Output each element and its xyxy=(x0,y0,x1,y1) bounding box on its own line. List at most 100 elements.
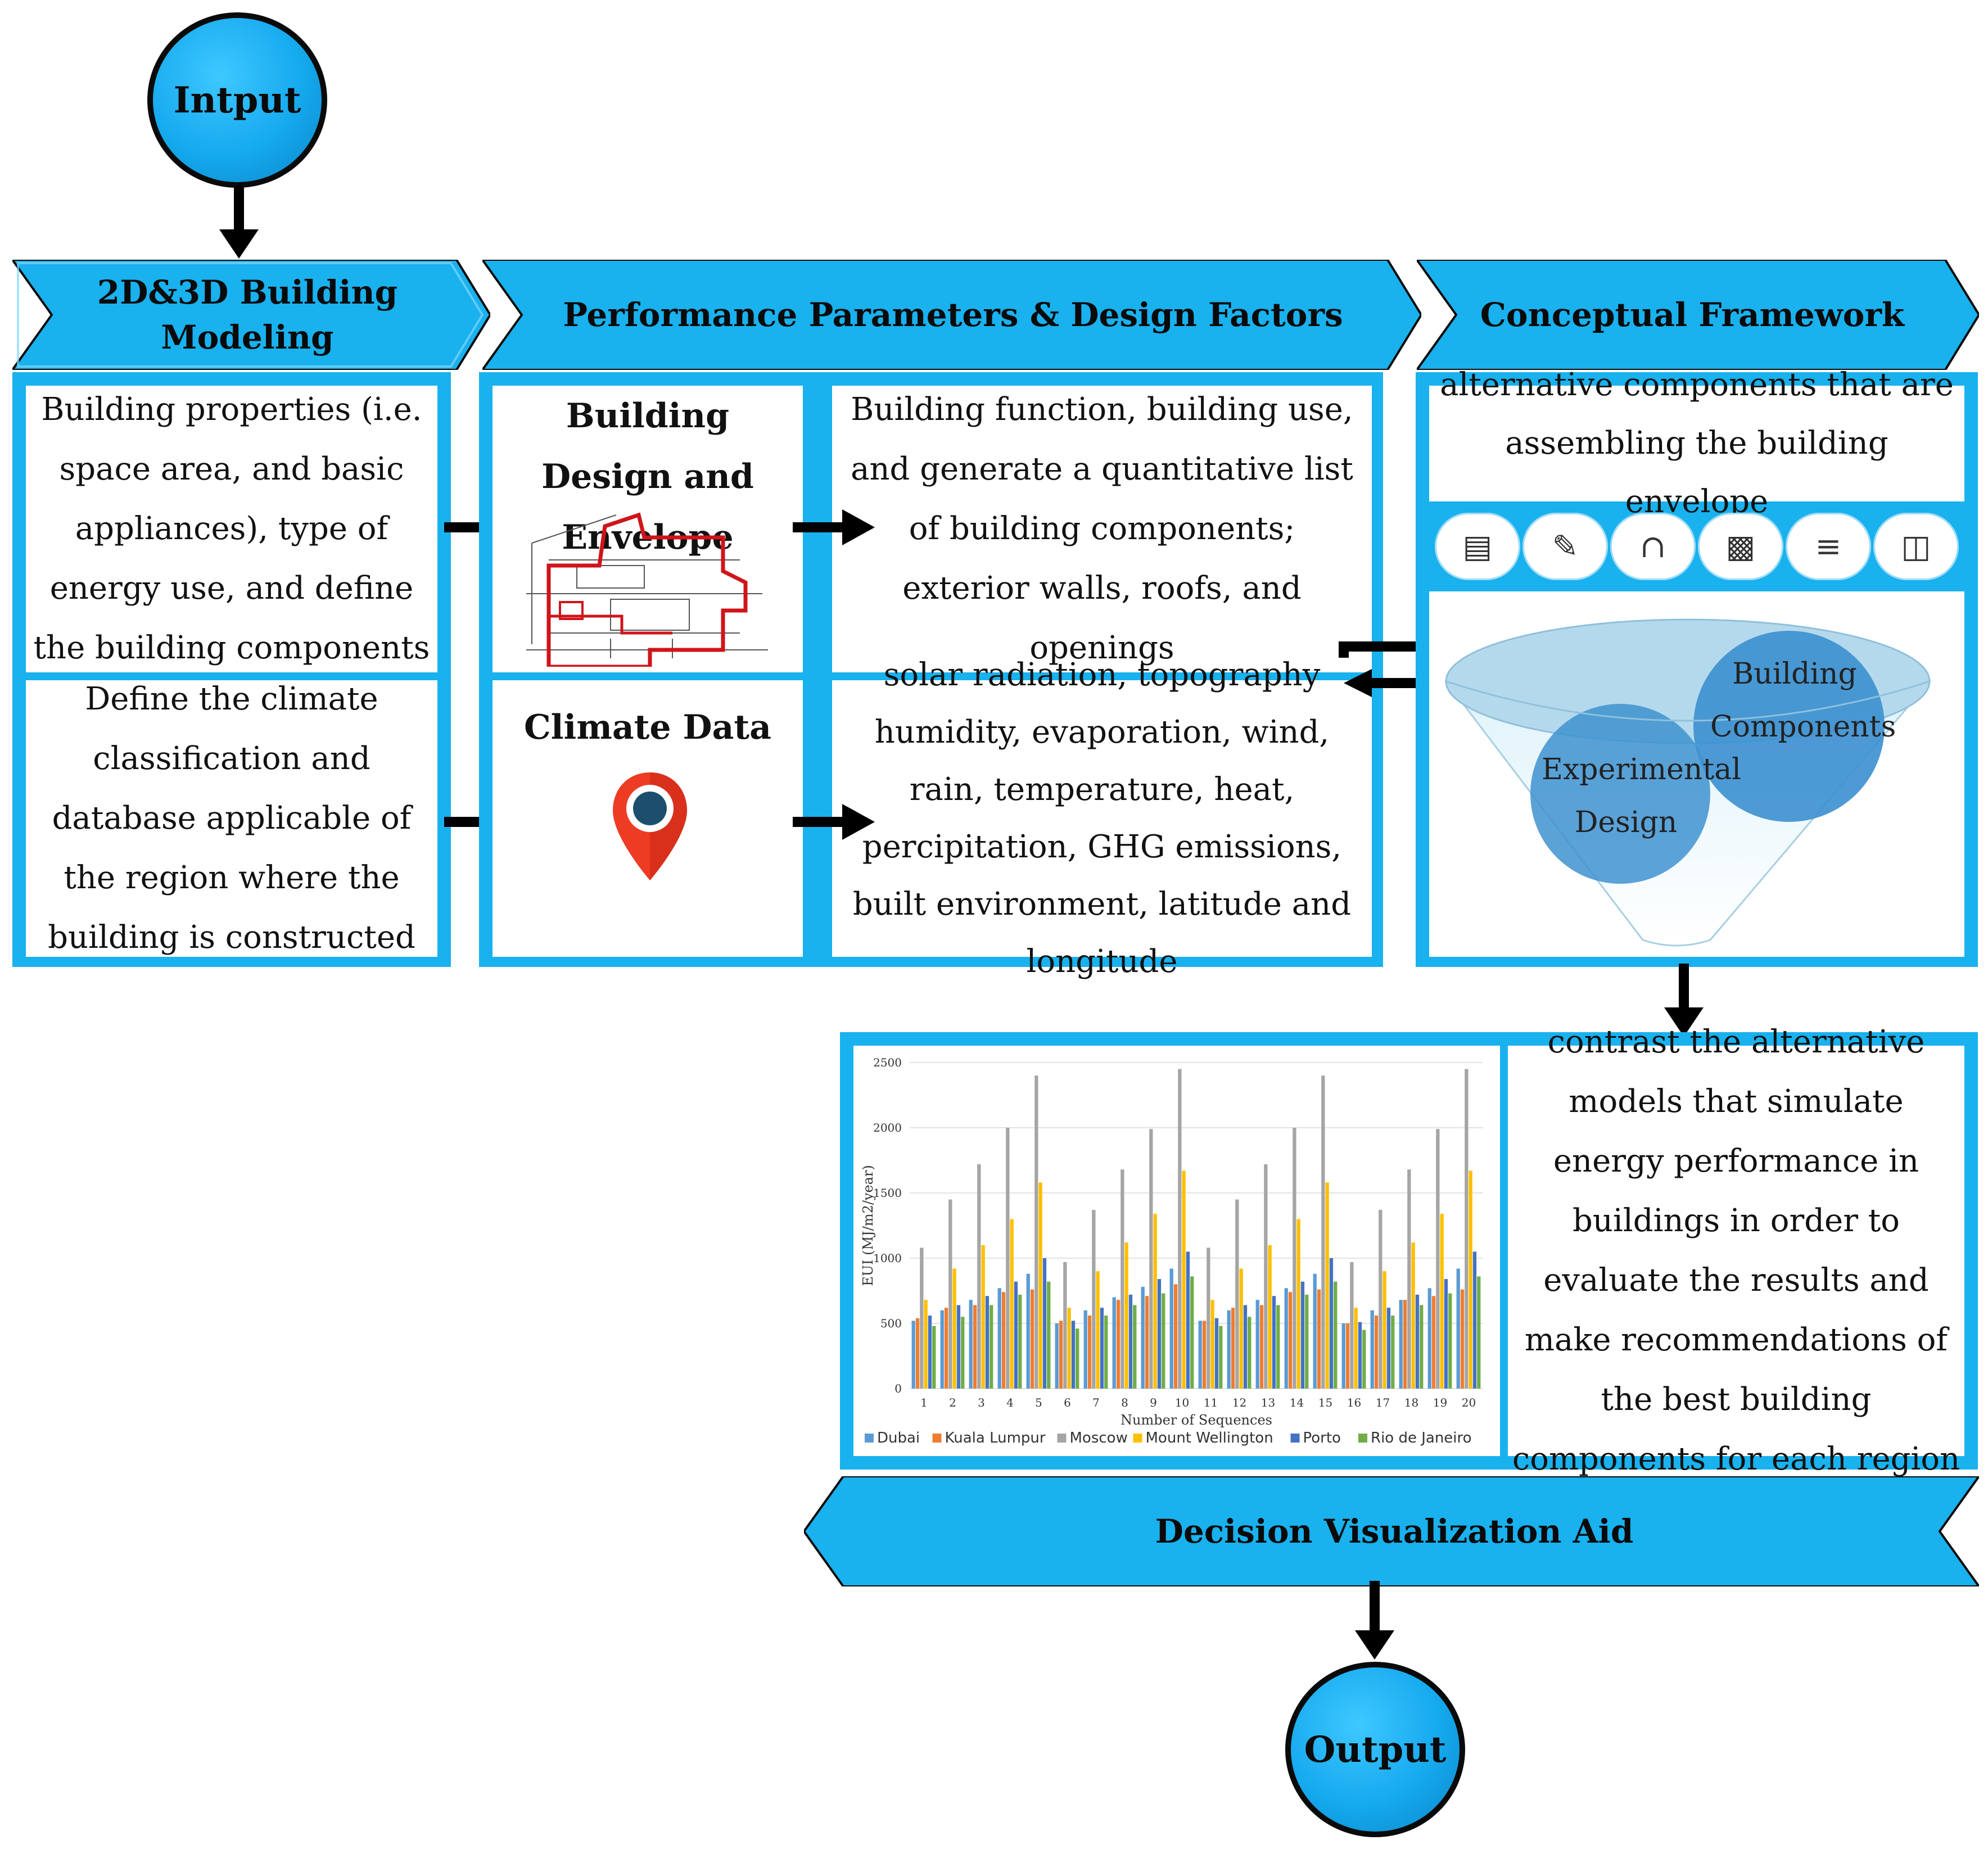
bar xyxy=(1427,1288,1431,1389)
pencil-icon[interactable]: ✎ xyxy=(1522,513,1608,580)
bar xyxy=(1436,1129,1440,1389)
bar xyxy=(1465,1069,1469,1389)
bar xyxy=(1313,1273,1317,1389)
legend-swatch xyxy=(1290,1434,1300,1443)
bar xyxy=(1210,1300,1214,1389)
bar xyxy=(981,1245,985,1389)
design-text: Building function, building use, and gen… xyxy=(832,386,1372,672)
bar xyxy=(1391,1315,1395,1389)
bar xyxy=(948,1199,952,1389)
input-node: Intput xyxy=(147,12,327,188)
x-tick-label: 2 xyxy=(949,1396,956,1409)
design-cell: Building Design and Envelope xyxy=(493,386,803,672)
bar xyxy=(1083,1310,1087,1389)
bar xyxy=(977,1164,981,1389)
bar xyxy=(956,1305,961,1389)
bar xyxy=(1071,1321,1076,1389)
bar xyxy=(1259,1305,1264,1389)
design-heading: Building Design and Envelope xyxy=(541,396,754,557)
legend-swatch xyxy=(1057,1434,1067,1443)
bar xyxy=(1235,1199,1239,1389)
bar xyxy=(1317,1289,1321,1389)
bar xyxy=(1030,1289,1034,1389)
bar xyxy=(1362,1330,1366,1389)
bar xyxy=(1100,1308,1104,1389)
map-icon[interactable]: ▤ xyxy=(1435,513,1520,580)
bar xyxy=(1059,1321,1063,1389)
layers-icon[interactable]: ≡ xyxy=(1786,513,1871,580)
legend-swatch xyxy=(1133,1434,1142,1443)
bar xyxy=(928,1315,932,1389)
bar xyxy=(1190,1276,1194,1389)
legend-swatch xyxy=(865,1434,874,1443)
bar xyxy=(961,1317,965,1389)
x-tick-label: 7 xyxy=(1092,1396,1100,1409)
bar xyxy=(1374,1315,1379,1389)
banner-conceptual: Conceptual Framework xyxy=(1480,296,1905,334)
bar xyxy=(1334,1281,1338,1389)
banner-modeling: 2D&3D Building Modeling xyxy=(97,273,398,356)
bar xyxy=(1202,1321,1207,1389)
legend-label: Porto xyxy=(1303,1430,1341,1446)
y-tick-label: 2500 xyxy=(873,1056,902,1069)
bar xyxy=(1284,1288,1288,1389)
bar xyxy=(1124,1242,1128,1389)
x-tick-label: 1 xyxy=(920,1396,928,1409)
window-icon[interactable]: ◫ xyxy=(1873,513,1959,580)
legend-label: Moscow xyxy=(1070,1430,1128,1446)
bar xyxy=(1149,1129,1153,1389)
bubble-design-label: Experimental Design xyxy=(1542,753,1741,839)
x-tick-label: 15 xyxy=(1318,1396,1332,1409)
climate-cell: Climate Data xyxy=(493,680,803,957)
bar xyxy=(1407,1169,1411,1389)
bar xyxy=(1038,1182,1042,1389)
bar xyxy=(1460,1289,1465,1389)
x-tick-label: 10 xyxy=(1175,1396,1189,1409)
hatch-pattern-icon[interactable]: ▩ xyxy=(1698,513,1783,580)
bar xyxy=(1141,1287,1145,1389)
x-tick-label: 9 xyxy=(1150,1396,1157,1409)
bar xyxy=(1272,1296,1276,1389)
climate-heading: Climate Data xyxy=(524,708,771,747)
bar xyxy=(1469,1170,1472,1389)
bar xyxy=(997,1288,1001,1389)
bar xyxy=(1014,1281,1018,1389)
conceptual-top-text: alternative components that are assembli… xyxy=(1429,367,1964,520)
funnel-area: Building Components Experimental Design xyxy=(1429,591,1964,957)
bar xyxy=(990,1305,993,1389)
legend-label: Dubai xyxy=(877,1430,920,1446)
arrow-climate-to-text xyxy=(793,804,875,840)
x-tick-label: 8 xyxy=(1121,1396,1128,1409)
bar xyxy=(1472,1251,1477,1389)
bar xyxy=(1162,1293,1165,1389)
bar xyxy=(1276,1305,1280,1389)
banner-performance-shape xyxy=(482,260,1421,370)
bar xyxy=(1448,1293,1452,1389)
arrow-input-down xyxy=(219,186,259,259)
bar xyxy=(1198,1321,1202,1389)
modeling-panel: Building properties (i.e. space area, an… xyxy=(12,372,451,967)
bar xyxy=(1248,1317,1251,1389)
bar xyxy=(1444,1279,1448,1389)
conceptual-panel: alternative components that are assembli… xyxy=(1416,367,1978,967)
bar xyxy=(1207,1247,1210,1389)
bar xyxy=(1182,1170,1186,1389)
bar xyxy=(1087,1315,1092,1389)
bar xyxy=(1358,1322,1362,1389)
legend-label: Mount Wellington xyxy=(1146,1430,1273,1446)
modeling-climate-text: Define the climate classification and da… xyxy=(26,680,437,957)
bar xyxy=(1420,1305,1424,1389)
bar xyxy=(1296,1219,1300,1389)
bar xyxy=(944,1308,948,1389)
banner-decision: Decision Visualization Aid xyxy=(1155,1512,1634,1550)
y-tick-label: 1500 xyxy=(873,1186,902,1200)
door-frame-icon[interactable]: ∩ xyxy=(1610,513,1696,580)
legend-label: Rio de Janeiro xyxy=(1371,1430,1472,1446)
bar xyxy=(1415,1294,1420,1389)
climate-text: solar radiation, topography humidity, ev… xyxy=(832,657,1372,980)
y-tick-label: 1000 xyxy=(873,1251,902,1265)
x-tick-label: 20 xyxy=(1462,1396,1476,1409)
output-label: Output xyxy=(1304,1728,1447,1771)
